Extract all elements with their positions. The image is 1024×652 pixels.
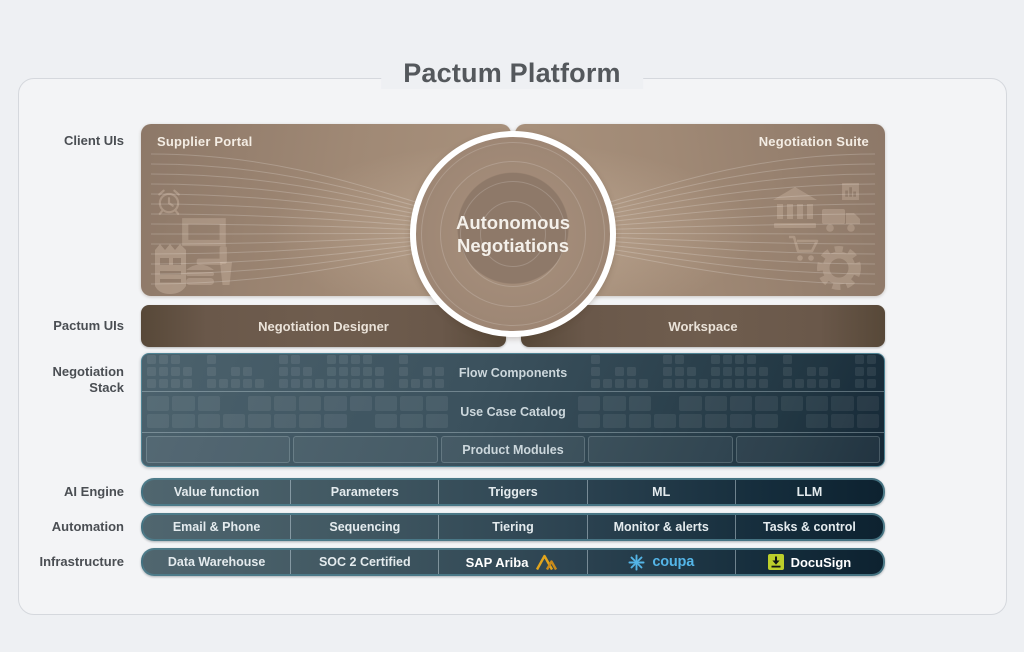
alarm-clock-icon [158, 189, 180, 215]
workspace-bar: Workspace [521, 305, 885, 347]
shopping-cart-icon [789, 235, 819, 261]
negotiation-suite-label: Negotiation Suite [758, 134, 869, 149]
ai-engine-cell-value-function: Value function [173, 485, 260, 499]
bar-chart-icon [842, 183, 859, 200]
automation-cell-monitor-alerts: Monitor & alerts [586, 515, 735, 539]
bank-icon [773, 187, 817, 228]
ai-engine-cell-parameters: Parameters [290, 480, 438, 504]
ai-engine-cell-llm: LLM [734, 480, 883, 504]
ai-engine-cell-triggers: Triggers [438, 480, 586, 504]
row-label-ai-engine: AI Engine [64, 484, 124, 499]
ai-engine-row: Value function Parameters Triggers ML LL… [141, 478, 885, 506]
flow-components-row: Flow Components [142, 354, 884, 391]
catalog-tile-pattern [147, 396, 879, 428]
sap-ariba-label: SAP Ariba [465, 554, 529, 570]
infrastructure-cell-soc2: SOC 2 Certified [290, 550, 438, 574]
use-case-catalog-row: Use Case Catalog [142, 391, 884, 432]
supplier-portal-label: Supplier Portal [157, 134, 253, 149]
row-label-negotiation-stack: Negotiation Stack [52, 364, 125, 395]
receipt-icon [155, 244, 186, 294]
autonomous-negotiations-circle: Autonomous Negotiations [410, 131, 616, 337]
coupa-logo-icon [628, 553, 645, 571]
docusign-logo-icon [767, 554, 784, 570]
truck-icon [822, 209, 860, 232]
ai-engine-cell-ml: ML [586, 480, 735, 504]
platform-diagram-card: Client UIs Pactum UIs Negotiation Stack … [18, 78, 1007, 615]
automation-cell-email-phone: Email & Phone [172, 520, 261, 534]
row-label-infrastructure: Infrastructure [39, 554, 124, 569]
product-modules-label: Product Modules [462, 442, 564, 457]
infrastructure-cell-sap-ariba: SAP Ariba [438, 550, 586, 574]
automation-cell-tasks-control: Tasks & control [734, 515, 883, 539]
gear-icon [817, 246, 861, 290]
coupa-label: coupa [652, 554, 695, 570]
flow-components-label: Flow Components [458, 365, 568, 380]
burger-and-cup-icon [186, 262, 232, 285]
row-label-pactum-uis: Pactum UIs [53, 318, 124, 333]
automation-cell-sequencing: Sequencing [290, 515, 438, 539]
infrastructure-cell-docusign: DocuSign [734, 550, 883, 574]
circle-title: Autonomous Negotiations [455, 211, 571, 256]
use-case-catalog-label: Use Case Catalog [460, 405, 566, 419]
automation-cell-tiering: Tiering [438, 515, 586, 539]
circle-ring [421, 142, 605, 326]
pos-terminal-icon [182, 218, 227, 265]
row-label-client-uis: Client UIs [64, 133, 124, 148]
infrastructure-row: Data Warehouse SOC 2 Certified SAP Ariba… [141, 548, 885, 576]
infrastructure-cell-data-warehouse: Data Warehouse [167, 555, 266, 569]
product-modules-row: Product Modules [142, 432, 884, 466]
automation-row: Email & Phone Sequencing Tiering Monitor… [141, 513, 885, 541]
row-label-automation: Automation [51, 519, 124, 534]
negotiation-stack-panel: Flow Components Use Case Catalog Product… [141, 353, 885, 467]
docusign-label: DocuSign [790, 554, 852, 570]
module-cells [146, 436, 881, 463]
sap-ariba-logo-icon [536, 554, 558, 570]
infrastructure-cell-coupa: coupa [586, 550, 735, 574]
page-title: Pactum Platform [381, 58, 643, 89]
equalizer-tile-pattern [147, 355, 879, 388]
